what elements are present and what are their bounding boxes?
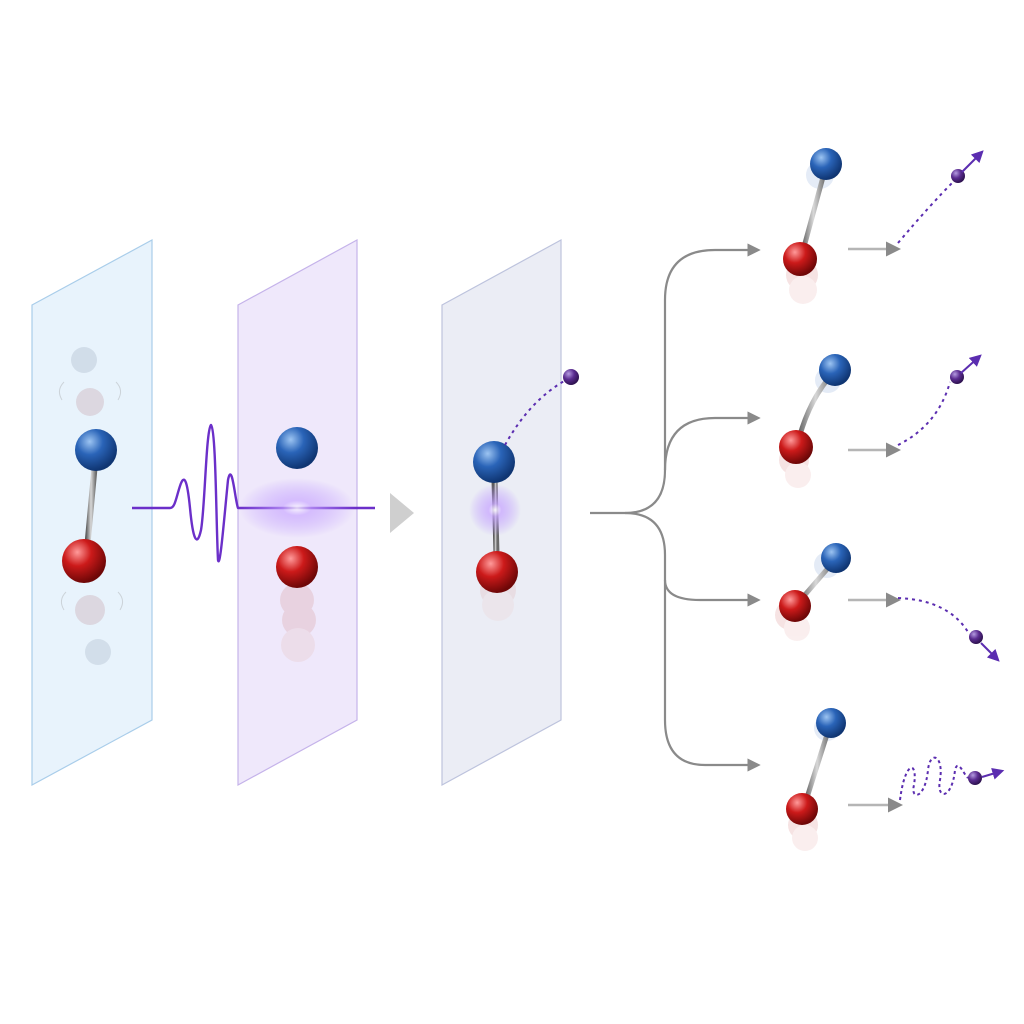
vibration-ghost-atoms (58, 347, 124, 665)
atom-top (816, 708, 846, 738)
electron-trajectory (504, 379, 567, 446)
electron (950, 370, 964, 384)
electron-direction-arrow (981, 768, 1005, 780)
atom-top (819, 354, 851, 386)
atom-top (810, 148, 842, 180)
atom-bottom (786, 793, 818, 825)
outcome-3 (775, 543, 1000, 662)
atom-bottom (276, 546, 318, 588)
outcome-1 (783, 148, 984, 304)
ghost-atom (71, 347, 97, 373)
ghost-atom (76, 388, 104, 416)
electron-trajectory (897, 381, 951, 446)
atom-top (473, 441, 515, 483)
branch-to-outcome-3 (624, 511, 761, 607)
outcome-2 (779, 354, 982, 488)
vibration-ghost-atoms (280, 583, 316, 662)
atom-bottom (476, 551, 518, 593)
stage-pulse-excitation (132, 238, 414, 787)
ghost-atom (75, 595, 105, 625)
branch-to-outcome-4 (663, 580, 761, 772)
atom-top (75, 429, 117, 471)
electron (563, 369, 579, 385)
outcome-4 (786, 708, 1005, 851)
electron-direction-arrow (961, 150, 984, 173)
electron (969, 630, 983, 644)
pulse-wave-icon (132, 423, 375, 563)
laser-pulse (132, 423, 375, 563)
branching-arrows (590, 243, 761, 772)
stage-ionization (441, 238, 579, 787)
branch-to-outcome-1 (663, 243, 761, 301)
ionization-glow (469, 484, 521, 536)
electron-trajectory (897, 179, 956, 244)
atom-bottom (779, 590, 811, 622)
branch-to-outcome-2 (663, 411, 761, 471)
electron-trajectory (897, 597, 969, 633)
atom-top (276, 427, 318, 469)
electron-direction-arrow (960, 354, 982, 374)
bond (798, 163, 829, 261)
bond (801, 722, 833, 810)
excitation-glow (239, 478, 355, 538)
atom-top (821, 543, 851, 573)
electron (951, 169, 965, 183)
atom-bottom (62, 539, 106, 583)
stage-arrow-icon (390, 493, 414, 533)
stage-initial-vibration (31, 238, 153, 787)
electron-trajectory (899, 756, 969, 801)
electron (968, 771, 982, 785)
ghost-atom (85, 639, 111, 665)
branch-trunk (590, 300, 667, 515)
atom-bottom (779, 430, 813, 464)
atom-bottom (783, 242, 817, 276)
electron-direction-arrow (980, 642, 1000, 662)
